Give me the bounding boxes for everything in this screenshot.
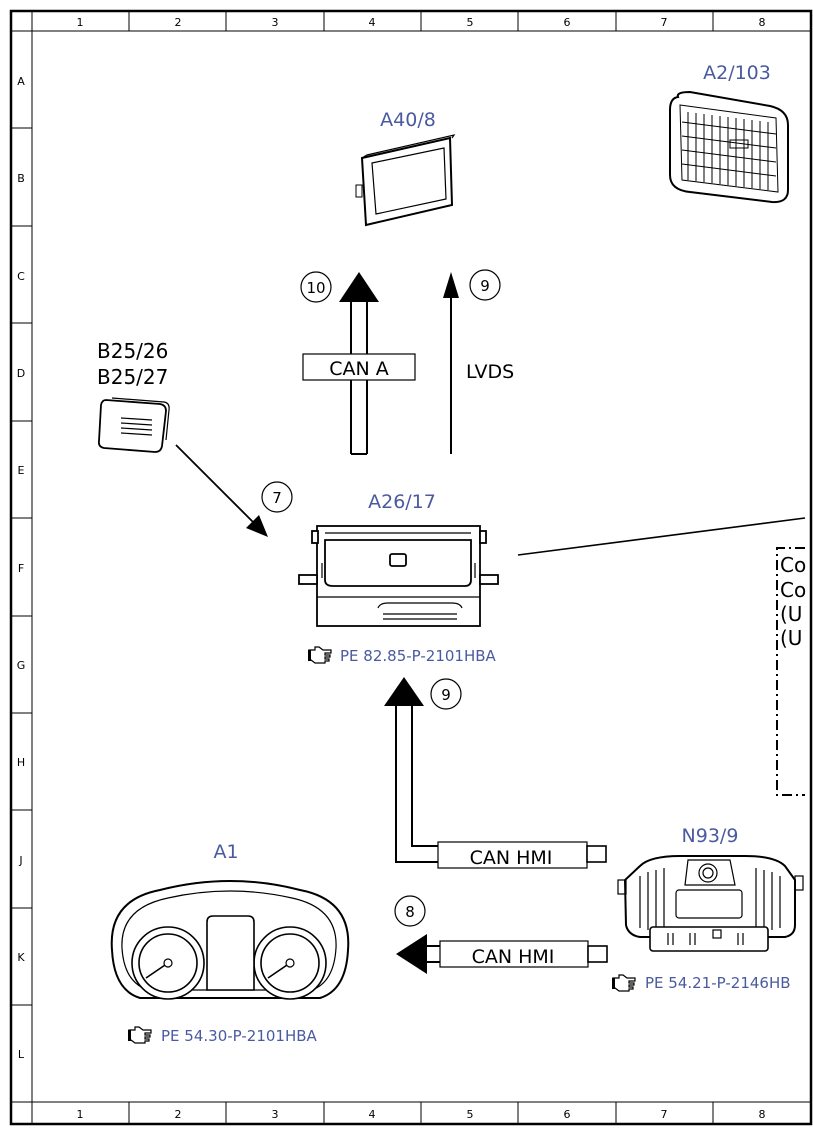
component-label-n93-9: N93/9 xyxy=(682,825,739,847)
component-label-a26-17: A26/17 xyxy=(368,491,436,513)
component-label-a40-8: A40/8 xyxy=(380,109,436,131)
step-9-marker-bottom: 9 xyxy=(430,678,462,710)
step-8-marker: 8 xyxy=(394,895,426,927)
lvds-label: LVDS xyxy=(466,361,514,383)
col-label-top: 6 xyxy=(564,16,571,29)
can-a-label: CAN A xyxy=(329,358,389,380)
step-8-label: 8 xyxy=(405,903,415,921)
can-hmi-lower-label: CAN HMI xyxy=(472,946,555,968)
can-hmi-lower-arrow: CAN HMI xyxy=(396,934,608,974)
row-label: D xyxy=(17,367,25,380)
row-label: E xyxy=(18,464,25,477)
step-10-label: 10 xyxy=(306,279,325,297)
step-10-marker: 10 xyxy=(300,271,332,303)
col-label-bottom: 2 xyxy=(175,1108,182,1121)
can-a-label-box xyxy=(302,353,416,381)
a26-17-head-unit: A26/17 xyxy=(298,491,806,627)
lvds-arrow: LVDS xyxy=(443,272,514,454)
side-box-line: (U xyxy=(780,626,802,650)
a1-reference[interactable]: PE 54.30-P-2101HBA xyxy=(127,1026,318,1045)
reference-a1[interactable]: PE 54.30-P-2101HBA xyxy=(161,1027,318,1045)
n93-9-module: N93/9 xyxy=(617,825,804,952)
row-label: H xyxy=(17,756,25,769)
col-label-top: 8 xyxy=(759,16,766,29)
can-hmi-upper-label: CAN HMI xyxy=(470,847,553,869)
b25-sensor: B25/26 B25/27 xyxy=(97,339,268,537)
col-label-bottom: 3 xyxy=(272,1108,279,1121)
step-9-label-top: 9 xyxy=(480,277,490,295)
a2-103-connector: A2/103 xyxy=(669,62,789,204)
side-box-line: Co xyxy=(780,578,806,602)
can-a-arrow: CAN A xyxy=(302,272,416,455)
step-9-marker-top: 9 xyxy=(469,269,501,301)
col-label-top: 4 xyxy=(369,16,376,29)
col-label-top: 3 xyxy=(272,16,279,29)
can-hmi-upper-arrow: CAN HMI xyxy=(384,677,607,869)
col-label-top: 5 xyxy=(467,16,474,29)
col-label-top: 2 xyxy=(175,16,182,29)
col-label-bottom: 4 xyxy=(369,1108,376,1121)
col-label-bottom: 5 xyxy=(467,1108,474,1121)
component-label-a1: A1 xyxy=(213,841,238,863)
row-label: F xyxy=(18,562,24,575)
step-7-marker: 7 xyxy=(261,481,293,513)
a40-8-display: A40/8 xyxy=(355,109,456,227)
pointing-hand-icon xyxy=(127,1026,152,1044)
row-label: A xyxy=(17,75,25,88)
side-info-box: Co Co (U (U xyxy=(776,547,806,796)
col-label-bottom: 7 xyxy=(661,1108,668,1121)
row-label: J xyxy=(18,854,22,867)
row-label: L xyxy=(18,1048,25,1061)
row-label: K xyxy=(17,951,25,964)
component-label-b25-27: B25/27 xyxy=(97,365,168,389)
col-label-bottom: 8 xyxy=(759,1108,766,1121)
row-label: B xyxy=(17,172,25,185)
side-box-line: (U xyxy=(780,602,802,626)
col-label-bottom: 1 xyxy=(77,1108,84,1121)
a26-17-reference[interactable]: PE 82.85-P-2101HBA xyxy=(307,646,497,665)
step-7-label: 7 xyxy=(272,489,282,507)
col-label-bottom: 6 xyxy=(564,1108,571,1121)
side-box-line: Co xyxy=(780,553,806,577)
col-label-top: 7 xyxy=(661,16,668,29)
reference-a26-17[interactable]: PE 82.85-P-2101HBA xyxy=(340,647,497,665)
reference-n93-9[interactable]: PE 54.21-P-2146HB xyxy=(645,974,791,992)
pointing-hand-icon xyxy=(307,646,332,664)
col-label-top: 1 xyxy=(77,16,84,29)
component-label-b25-26: B25/26 xyxy=(97,339,168,363)
sheet-frame: 1 2 3 4 5 6 7 8 1 2 3 4 5 6 7 8 A B C D … xyxy=(9,9,813,1126)
a1-instrument-cluster: A1 xyxy=(110,841,350,1000)
pointing-hand-icon xyxy=(611,974,636,992)
component-label-a2-103: A2/103 xyxy=(703,62,771,84)
n93-9-reference[interactable]: PE 54.21-P-2146HB xyxy=(611,974,791,992)
step-9-label-bottom: 9 xyxy=(441,686,451,704)
row-label: G xyxy=(17,659,26,672)
row-label: C xyxy=(17,270,25,283)
